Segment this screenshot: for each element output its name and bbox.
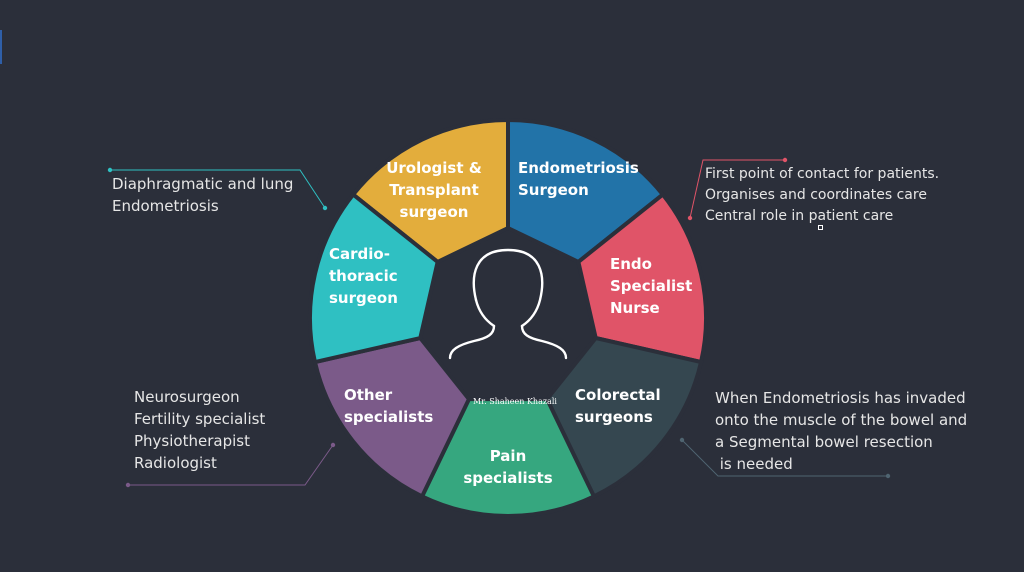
connector-cardio-dot-end	[322, 205, 328, 211]
segment-label-endo-nurse: Endo Specialist Nurse	[610, 255, 693, 317]
note-cardio-line: Endometriosis	[112, 197, 219, 215]
note-colorectal-line: is needed	[715, 455, 793, 473]
note-nurse: First point of contact for patients. Org…	[705, 164, 939, 227]
segment-label-endometriosis-surgeon: Endometriosis Surgeon	[518, 159, 639, 199]
resize-handle-icon[interactable]	[818, 225, 823, 230]
note-colorectal-line: When Endometriosis has invaded	[715, 389, 966, 407]
note-nurse-line: Organises and coordinates care	[705, 187, 927, 203]
edge-marker	[0, 30, 2, 64]
note-other: Neurosurgeon Fertility specialist Physio…	[134, 386, 265, 474]
note-colorectal-line: a Segmental bowel resection	[715, 433, 933, 451]
connectors-layer	[107, 157, 891, 488]
note-nurse-line: Central role in patient care	[705, 208, 894, 224]
note-colorectal: When Endometriosis has invaded onto the …	[715, 387, 967, 475]
note-other-line: Fertility specialist	[134, 410, 266, 428]
note-cardio-line: Diaphragmatic and lung	[112, 175, 294, 193]
note-cardio: Diaphragmatic and lung Endometriosis	[112, 173, 293, 217]
connector-nurse-dot-end	[782, 157, 788, 163]
connector-other-dot-start	[330, 442, 336, 448]
segments-layer	[308, 117, 708, 518]
connector-colorectal-dot-start	[679, 437, 685, 443]
note-other-line: Radiologist	[134, 454, 217, 472]
connector-nurse	[689, 159, 785, 219]
segment-cardio	[308, 191, 440, 365]
note-nurse-line: First point of contact for patients.	[705, 166, 940, 182]
center-credit: Mr. Shaheen Khazali	[473, 397, 557, 406]
note-other-line: Physiotherapist	[134, 432, 250, 450]
connector-nurse-dot-start	[687, 215, 693, 221]
connector-cardio-dot-start	[107, 167, 113, 173]
person-outline-icon	[448, 248, 568, 360]
segment-label-colorectal: Colorectal surgeons	[575, 386, 661, 426]
segment-label-other: Other specialists	[344, 386, 434, 426]
note-other-line: Neurosurgeon	[134, 388, 240, 406]
connector-cardio	[110, 169, 326, 209]
segment-label-pain: Pain specialists	[463, 447, 553, 487]
note-colorectal-line: onto the muscle of the bowel and	[715, 411, 968, 429]
connector-colorectal	[681, 439, 888, 477]
connector-colorectal-dot-end	[885, 473, 891, 479]
connector-other	[128, 444, 334, 486]
segment-label-urologist: Urologist & Transplant surgeon	[386, 159, 482, 221]
connector-other-dot-end	[125, 482, 131, 488]
segment-label-cardio: Cardio- thoracic surgeon	[329, 245, 398, 307]
